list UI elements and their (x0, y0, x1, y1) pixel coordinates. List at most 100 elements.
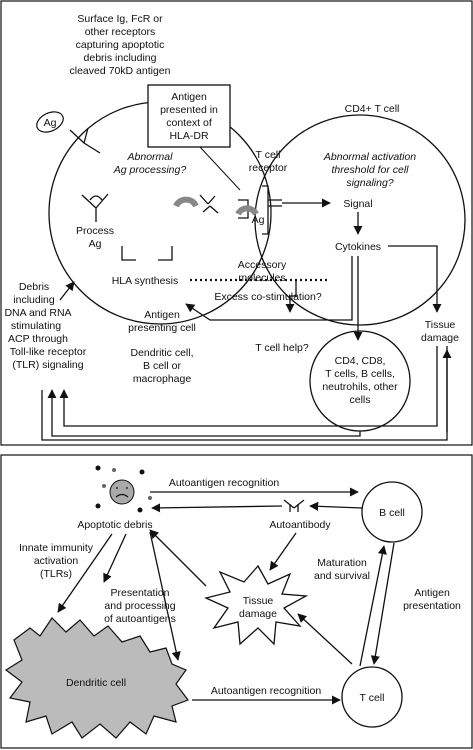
antigen-hla-text: Antigen presented in context of HLA-DR (160, 91, 218, 142)
b-cell-label: B cell (379, 507, 405, 519)
abnormal-processing-line2: Ag processing? (113, 164, 187, 176)
apc-types-line3: macrophage (133, 373, 192, 385)
apoptotic-face-icon (115, 487, 129, 498)
svg-text:of autoantigens: of autoantigens (104, 613, 176, 625)
bcell-to-antibody-arrow (309, 501, 363, 511)
svg-text:ACP through: ACP through (8, 333, 68, 345)
innate-immunity-text: Innate immunity activation (TLRs) (19, 542, 94, 580)
apoptotic-body-icon (109, 479, 135, 505)
apc-types-line1: Dendritic cell, (130, 347, 193, 359)
apc-types-line2: B cell or (143, 360, 181, 372)
accessory-label-line1: Accessory (238, 259, 287, 271)
svg-text:HLA-DR: HLA-DR (169, 130, 209, 142)
svg-text:including: including (13, 294, 55, 306)
damage-feedback-arrow (59, 346, 438, 427)
tcell-to-bcell-arrow (359, 545, 387, 667)
svg-text:Antigen: Antigen (171, 91, 207, 103)
debris-dot-icon (95, 465, 101, 471)
dendritic-cell-shape (4, 617, 189, 739)
abnormal-activation-text: Abnormal activation threshold for cell s… (323, 151, 416, 189)
t-cell-circle (341, 666, 403, 728)
autoantibody-icon (283, 499, 305, 512)
svg-text:other receptors: other receptors (85, 26, 156, 38)
apc-label-line2: presenting cell (128, 322, 196, 334)
process-ag-line1: Process (76, 225, 114, 237)
autoantibody-label: Autoantibody (269, 519, 331, 531)
b-cell-circle (361, 481, 423, 543)
autoantigen-recognition-top-label: Autoantigen recognition (169, 477, 279, 489)
tissue-damage-star (204, 564, 309, 646)
svg-text:presented in: presented in (160, 104, 218, 116)
tissue-damage-bottom-line1: Tissue (243, 595, 274, 607)
maturation-line2: and survival (314, 570, 370, 582)
svg-text:Innate immunity: Innate immunity (19, 542, 94, 554)
presentation-processing-text: Presentation and processing of autoantig… (104, 587, 176, 625)
abnormal-processing-line1: Abnormal (127, 151, 174, 163)
maturation-line1: Maturation (317, 557, 367, 569)
costim-arrow (285, 280, 297, 313)
process-ag-line2: Ag (89, 238, 102, 250)
targets-feedback-arrow (47, 389, 361, 437)
svg-text:cells: cells (349, 394, 370, 406)
svg-text:CD4, CD8,: CD4, CD8, (335, 355, 386, 367)
svg-text:stimulating: stimulating (11, 320, 61, 332)
antigen-fragment-icon (173, 196, 199, 208)
tcell-to-damage-arrow (297, 613, 353, 665)
debris-to-dc-present-arrow (103, 533, 127, 583)
svg-text:DNA and RNA: DNA and RNA (4, 307, 71, 319)
svg-text:Surface Ig, FcR or: Surface Ig, FcR or (77, 13, 163, 25)
tcr-label-line1: T cell (256, 149, 281, 161)
apoptotic-debris-label: Apoptotic debris (77, 519, 152, 531)
debris-dot-icon (102, 484, 106, 488)
target-cells-text: CD4, CD8, T cells, B cells, neutrohils, … (322, 355, 398, 406)
cd4-tcell-label: CD4+ T cell (345, 103, 400, 115)
svg-text:neutrohils, other: neutrohils, other (322, 381, 398, 393)
antigen-hla-box (147, 84, 231, 148)
signal-label: Signal (343, 198, 372, 210)
process-ag-particle-icon (89, 195, 103, 201)
cytokines-label: Cytokines (335, 241, 381, 253)
tcell-help-label: T cell help? (255, 342, 309, 354)
tissue-damage-top-line1: Tissue (425, 319, 456, 331)
cd4-t-cell (254, 114, 466, 326)
debris-dot-icon (139, 469, 145, 475)
svg-text:context of: context of (166, 117, 212, 129)
synapse-ag-label: Ag (252, 214, 265, 226)
process-ag-receptor-icon (81, 193, 109, 222)
bottom-panel-frame (0, 454, 473, 749)
apc-label-line1: Antigen (144, 309, 180, 321)
ag-oval-label: Ag (44, 117, 57, 129)
debris-dot-icon (148, 496, 152, 500)
tcr-icon (262, 185, 282, 235)
tissue-damage-bottom-line2: damage (239, 608, 277, 620)
svg-text:signaling?: signaling? (346, 177, 393, 189)
svg-text:Toll-like receptor: Toll-like receptor (10, 346, 87, 358)
dendritic-cell-label: Dendritic cell (66, 677, 126, 689)
ag-oval-icon (36, 111, 64, 133)
antigen-box-pointer (199, 146, 241, 191)
svg-text:(TLR) signaling: (TLR) signaling (12, 359, 83, 371)
bcell-to-tcell-arrow (370, 542, 395, 665)
tcr-label-line2: receptor (249, 162, 288, 174)
cytokine-feedback-arrow (185, 256, 353, 321)
svg-text:activation: activation (34, 555, 79, 567)
debris-to-apc-arrow (59, 281, 75, 301)
hla-synthesis-label: HLA synthesis (112, 275, 179, 287)
svg-text:debris including: debris including (84, 52, 157, 64)
cytokines-to-damage-arrow (388, 245, 442, 313)
synapse-antigen-icon (235, 205, 259, 216)
antigen-presentation-line2: presentation (403, 600, 461, 612)
debris-tlr-text: Debris including DNA and RNA stimulating… (4, 281, 86, 371)
svg-text:Abnormal activation: Abnormal activation (323, 151, 416, 163)
svg-text:Debris: Debris (19, 281, 49, 293)
antibody-to-damage-arrow (269, 532, 297, 571)
svg-text:threshold for cell: threshold for cell (331, 164, 409, 176)
excess-costim-label: Excess co-stimulation? (214, 291, 322, 303)
damage-to-debris-arrow (149, 529, 207, 587)
antibody-to-debris-arrow (151, 503, 283, 513)
svg-text:T cells, B cells,: T cells, B cells, (325, 368, 395, 380)
surface-receptor-icon (69, 127, 101, 154)
autoantigen-recognition-bottom-label: Autoantigen recognition (211, 685, 321, 697)
debris-to-dc-lower-arrow (149, 531, 181, 661)
